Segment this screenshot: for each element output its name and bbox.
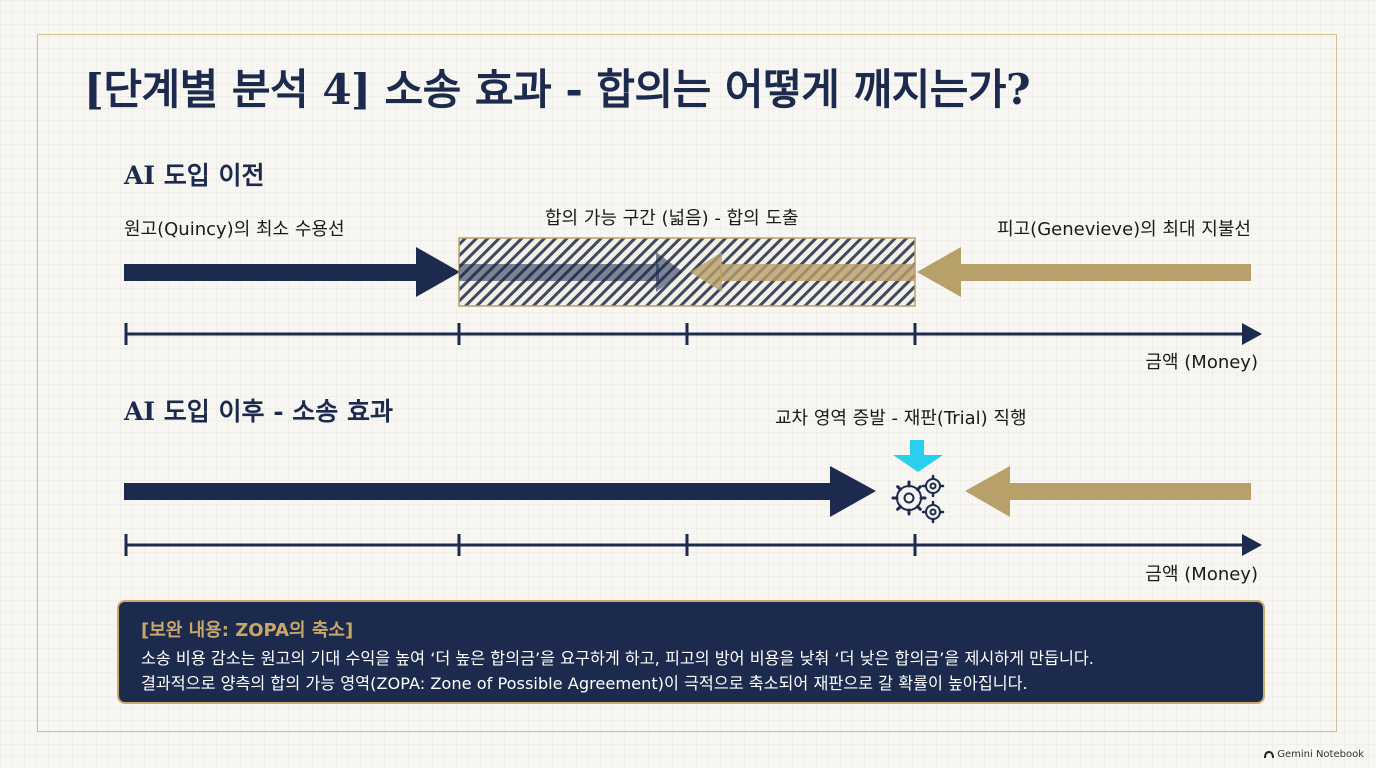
- plaintiff-arrow-after: [124, 466, 876, 517]
- plaintiff-min-label: 원고(Quincy)의 최소 수용선: [124, 219, 345, 240]
- defendant-max-label: 피고(Genevieve)의 최대 지불선: [997, 219, 1251, 240]
- zopa-region: [458, 237, 916, 307]
- brand-watermark: Gemini Notebook: [1264, 749, 1364, 760]
- gemini-logo-icon: [1264, 750, 1275, 758]
- note-title: [보완 내용: ZOPA의 축소]: [141, 620, 354, 641]
- defendant-arrow-before: [917, 247, 1251, 297]
- zopa-label: 합의 가능 구간 (넓음) - 합의 도출: [545, 208, 799, 229]
- axis-label-after: 금액 (Money): [1145, 564, 1258, 585]
- gears-icon: [891, 474, 945, 524]
- before-heading: AI 도입 이전: [124, 161, 265, 190]
- brand-label: Gemini Notebook: [1277, 749, 1364, 760]
- zopa-note-box: [보완 내용: ZOPA의 축소] 소송 비용 감소는 원고의 기대 수익을 높…: [117, 600, 1265, 704]
- defendant-arrow-after: [965, 466, 1251, 517]
- down-arrow-icon: [893, 440, 943, 472]
- note-line-1: 소송 비용 감소는 원고의 기대 수익을 높여 ‘더 높은 합의금’을 요구하게…: [141, 649, 1094, 668]
- trial-label: 교차 영역 증발 - 재판(Trial) 직행: [775, 408, 1027, 429]
- page-title: [단계별 분석 4] 소송 효과 - 합의는 어떻게 깨지는가?: [84, 65, 1031, 114]
- plaintiff-arrow-before: [124, 247, 460, 297]
- after-heading: AI 도입 이후 - 소송 효과: [124, 397, 393, 426]
- money-axis-after: [124, 534, 1262, 556]
- axis-label-before: 금액 (Money): [1145, 352, 1258, 373]
- money-axis-before: [124, 323, 1262, 345]
- slide-frame: [37, 34, 1337, 732]
- note-line-2: 결과적으로 양측의 합의 가능 영역(ZOPA: Zone of Possibl…: [141, 674, 1028, 693]
